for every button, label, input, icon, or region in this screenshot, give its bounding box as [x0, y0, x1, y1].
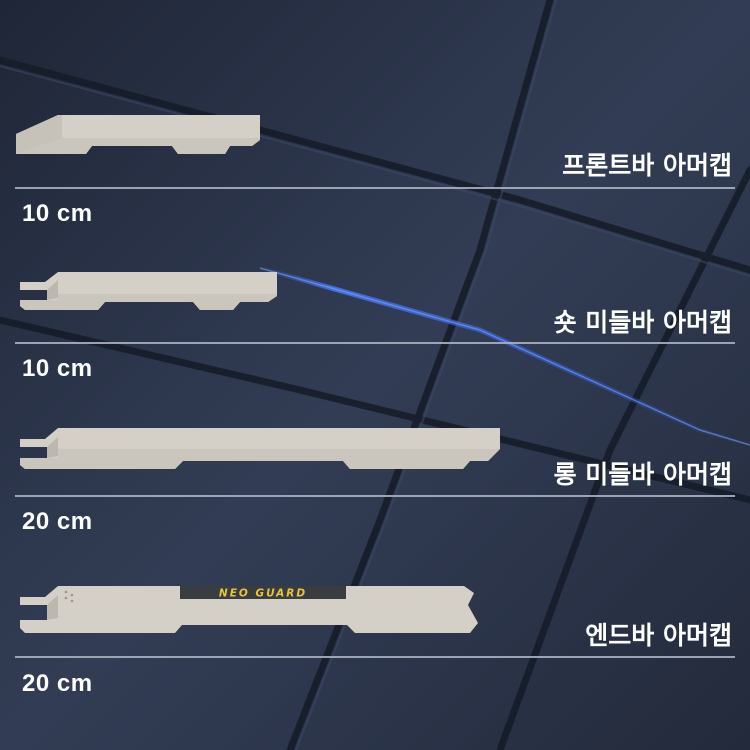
size-label: 20 cm — [22, 670, 93, 697]
separator-line — [15, 187, 735, 189]
long-middle-bar-cap-image — [20, 428, 500, 469]
product-name: 엔드바 아머캡 — [585, 621, 732, 650]
size-label: 20 cm — [22, 508, 93, 535]
separator-line — [15, 656, 735, 658]
size-label: 10 cm — [22, 355, 93, 382]
product-name: 숏 미들바 아머캡 — [553, 308, 732, 337]
separator-line — [15, 495, 735, 497]
neo-guard-logo: NEO GUARD — [180, 586, 346, 600]
product-name: 프론트바 아머캡 — [562, 151, 732, 180]
size-label: 10 cm — [22, 200, 93, 227]
separator-line — [15, 342, 735, 344]
product-name: 롱 미들바 아머캡 — [553, 460, 732, 489]
end-bar-cap-image: NEO GUARD — [20, 586, 478, 633]
svg-text:NEO GUARD: NEO GUARD — [219, 588, 307, 600]
short-middle-bar-cap-image — [20, 272, 277, 310]
front-bar-cap-image — [16, 115, 260, 154]
